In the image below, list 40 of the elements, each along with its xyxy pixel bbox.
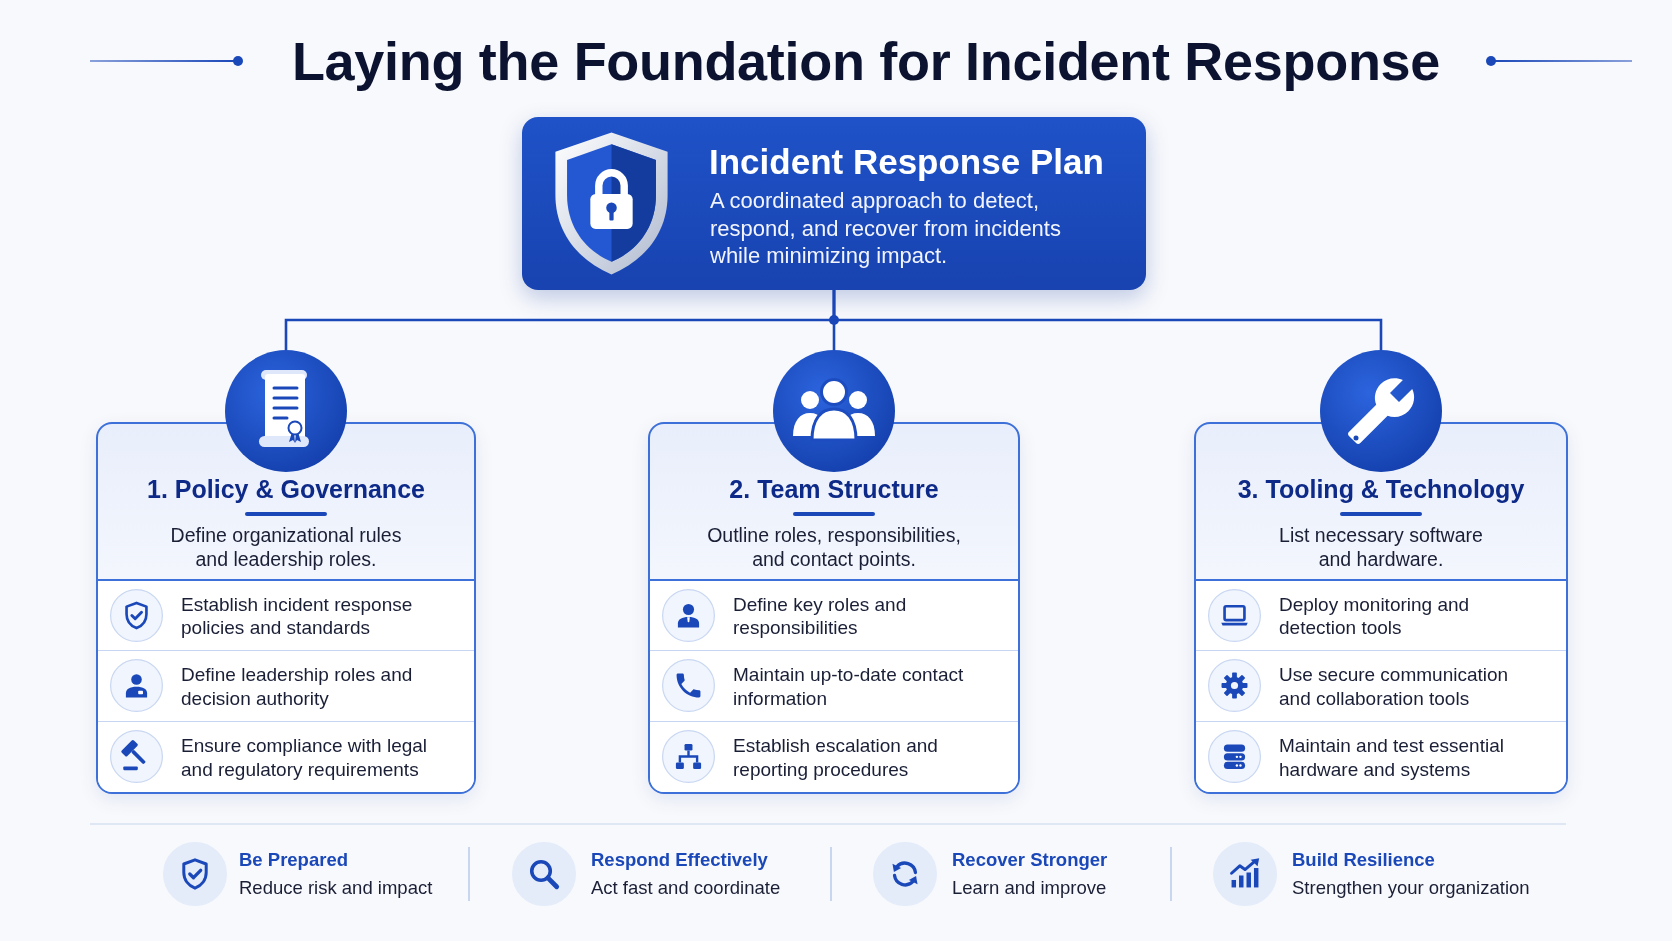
- list-item-text: Deploy monitoring and detection tools: [1279, 592, 1471, 639]
- list-row: [650, 721, 1018, 792]
- card-description: List necessary software and hardware.: [1278, 523, 1484, 571]
- list-row: [1196, 650, 1566, 721]
- list-row: [650, 650, 1018, 721]
- category-card: [1194, 350, 1568, 794]
- benefit-subtitle: Reduce risk and impact: [239, 877, 433, 899]
- card-heading: 3. Tooling & Technology: [1237, 474, 1525, 504]
- list-item-text: Maintain up-to-date contact information: [733, 662, 965, 710]
- benefit-title: Respond Effectively: [591, 849, 768, 871]
- list-row: [650, 579, 1018, 650]
- list-item-text: Establish escalation and reporting procedures: [733, 733, 939, 781]
- card-description: Outline roles, responsibilities, and contact points.: [706, 523, 962, 571]
- list-row: [1196, 721, 1566, 792]
- list-row: [98, 721, 474, 792]
- list-row: [98, 579, 474, 650]
- plan-description: A coordinated approach to detect, respond, and recover from incidents while minimizing impact.: [710, 187, 1062, 270]
- benefit-title: Build Resilience: [1292, 849, 1435, 871]
- card-heading: 1. Policy & Governance: [147, 474, 425, 504]
- benefit-title: Recover Stronger: [952, 849, 1108, 871]
- benefit-title: Be Prepared: [239, 849, 348, 871]
- page-title: Laying the Foundation for Incident Response: [291, 30, 1441, 93]
- list-item-text: Define leadership roles and decision authority: [181, 662, 414, 710]
- benefit-subtitle: Learn and improve: [952, 877, 1107, 899]
- list-item-text: Use secure communication and collaboration tools: [1279, 662, 1510, 710]
- category-card: [96, 350, 476, 794]
- list-item-text: Establish incident response policies and standards: [181, 592, 414, 639]
- connector-line: [832, 290, 1383, 350]
- card-heading: 2. Team Structure: [729, 474, 939, 504]
- plan-banner: [522, 117, 1146, 290]
- category-card: [648, 350, 1020, 794]
- list-item-text: Ensure compliance with legal and regulatory requirements: [181, 733, 429, 781]
- list-row: [98, 650, 474, 721]
- card-description: Define organizational rules and leadership roles.: [169, 523, 403, 571]
- list-item-text: Define key roles and responsibilities: [733, 592, 908, 639]
- list-row: [1196, 579, 1566, 650]
- plan-heading: Incident Response Plan: [709, 142, 1104, 182]
- list-item-text: Maintain and test essential hardware and systems: [1279, 733, 1505, 781]
- benefit-subtitle: Strengthen your organization: [1292, 877, 1530, 899]
- benefit-subtitle: Act fast and coordinate: [591, 877, 781, 899]
